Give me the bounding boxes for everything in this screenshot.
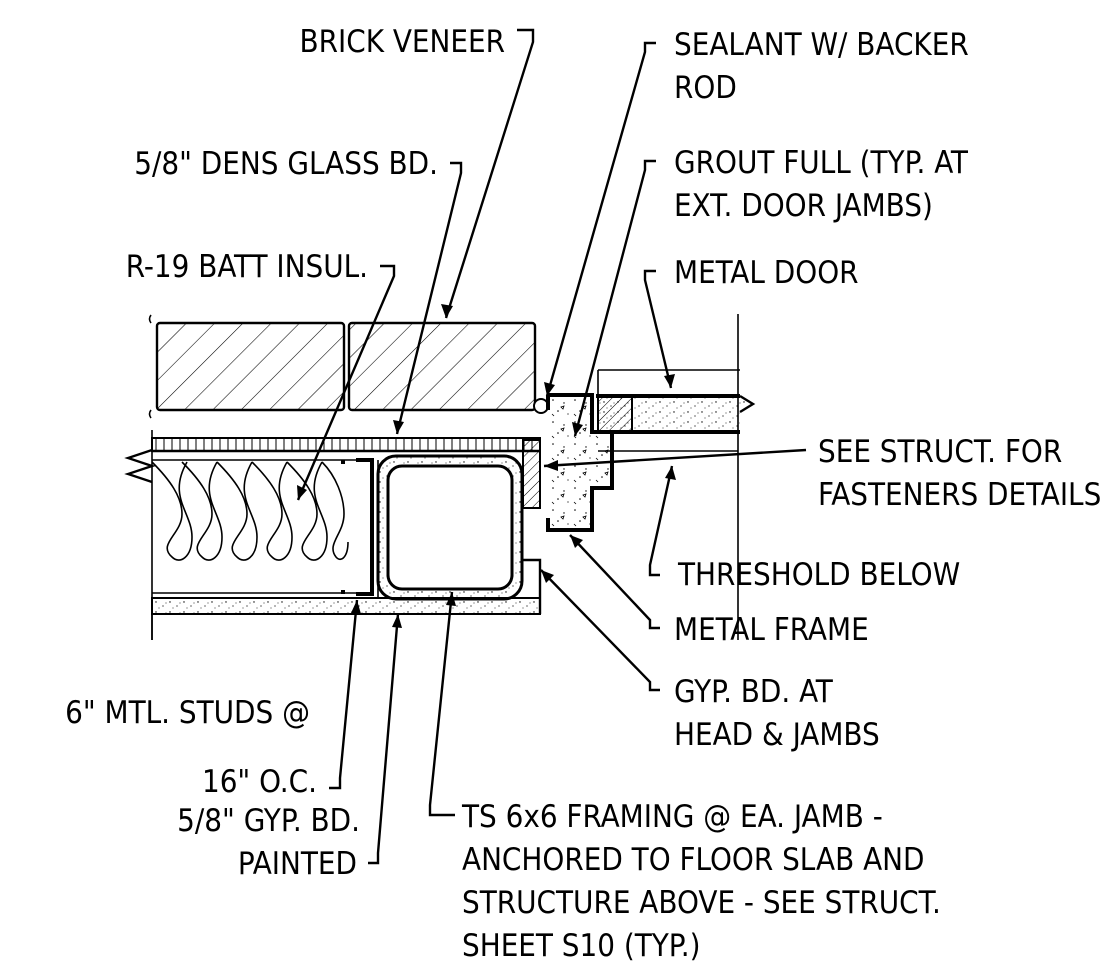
label-sealant-line1: SEALANT W/ BACKER — [674, 27, 969, 63]
wood-shim — [522, 439, 541, 509]
label-studs-line2: 16" O.C. — [202, 764, 317, 800]
label-sealant-line2: ROD — [674, 70, 737, 106]
label-batt-insul: R-19 BATT INSUL. — [126, 249, 368, 285]
leader-lines — [296, 28, 807, 865]
batt-insulation — [124, 430, 372, 640]
label-metal-door: METAL DOOR — [674, 255, 859, 291]
label-gyp-head-line1: GYP. BD. AT — [674, 674, 834, 710]
dens-glass-sheathing — [151, 437, 541, 453]
label-metal-frame: METAL FRAME — [674, 612, 869, 648]
brick-veneer — [148, 314, 537, 419]
label-ts-line1: TS 6x6 FRAMING @ EA. JAMB - — [461, 799, 883, 835]
metal-door — [596, 314, 756, 640]
label-ts-line2: ANCHORED TO FLOOR SLAB AND — [462, 842, 925, 878]
label-ts-line4: SHEET S10 (TYP.) — [462, 928, 701, 963]
label-studs-line1: 6" MTL. STUDS @ — [65, 695, 310, 731]
label-gyp-bd-line1: 5/8" GYP. BD. — [177, 803, 360, 839]
label-see-struct-line1: SEE STRUCT. FOR — [818, 434, 1062, 470]
sealant-backer-rod — [533, 398, 549, 414]
gyp-board — [151, 558, 542, 640]
label-gyp-head-line2: HEAD & JAMBS — [674, 717, 880, 753]
label-see-struct-line2: FASTENERS DETAILS — [818, 477, 1101, 513]
label-grout-line2: EXT. DOOR JAMBS) — [674, 188, 933, 224]
metal-frame — [546, 393, 614, 532]
label-brick-veneer: BRICK VENEER — [299, 24, 505, 60]
label-grout-line1: GROUT FULL (TYP. AT — [674, 145, 969, 181]
label-gyp-bd-line2: PAINTED — [238, 846, 357, 882]
label-ts-line3: STRUCTURE ABOVE - SEE STRUCT. — [462, 885, 941, 921]
label-threshold: THRESHOLD BELOW — [677, 557, 960, 593]
metal-stud — [341, 458, 374, 596]
ts-6x6-tube — [376, 454, 524, 601]
label-dens-glass: 5/8" DENS GLASS BD. — [134, 146, 438, 182]
